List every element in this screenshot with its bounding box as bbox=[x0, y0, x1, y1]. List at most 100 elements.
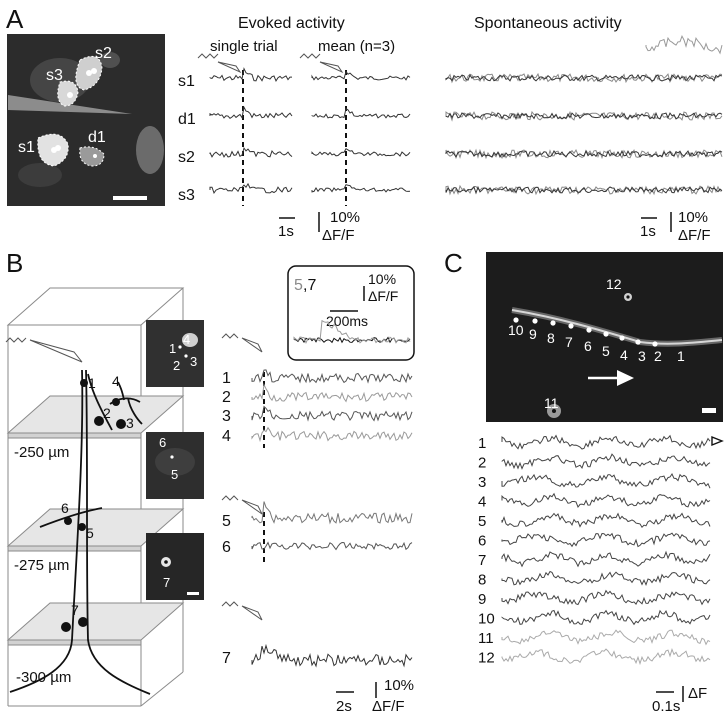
scale-time-a-right: 1s bbox=[640, 223, 656, 240]
plane-image-3: 7 bbox=[146, 533, 204, 600]
panel-c-scalebars bbox=[656, 686, 684, 702]
roi-dot bbox=[619, 335, 625, 341]
trace-a-mean bbox=[311, 70, 411, 81]
spontaneous-title: Spontaneous activity bbox=[474, 15, 622, 32]
c-row-label: 6 bbox=[478, 533, 486, 550]
roi-dot bbox=[603, 331, 609, 337]
img1-label-2: 2 bbox=[173, 358, 180, 373]
scale-pct-a-right: 10% bbox=[678, 209, 708, 226]
c-scale-unit: ΔF bbox=[688, 685, 707, 702]
scale-bar bbox=[702, 408, 716, 413]
panel-c-letter: C bbox=[444, 248, 463, 278]
b-row-4: 4 bbox=[222, 428, 231, 445]
scale-bar bbox=[113, 196, 147, 200]
row-label-s3: s3 bbox=[178, 187, 195, 204]
c-scale-time: 0.1s bbox=[652, 698, 680, 715]
trace-a-mean bbox=[311, 148, 411, 157]
trace-a-mean bbox=[311, 184, 411, 193]
b-row-5: 5 bbox=[222, 513, 231, 530]
panel-a-micrograph: s2 s3 s1 d1 bbox=[7, 34, 165, 206]
img2-label-5: 5 bbox=[171, 467, 178, 482]
roi-number: 2 bbox=[654, 348, 662, 364]
roi-dot bbox=[568, 323, 574, 329]
trace-a-single bbox=[209, 146, 293, 158]
b-row-7: 7 bbox=[222, 650, 231, 667]
cube-label-6: 6 bbox=[61, 500, 69, 516]
trace-c bbox=[501, 589, 711, 606]
mean-label: mean (n=3) bbox=[318, 38, 395, 55]
trace-a-single bbox=[209, 105, 293, 120]
inset-pct: 10% bbox=[368, 271, 396, 287]
label-s3: s3 bbox=[46, 67, 63, 84]
row-label-s1: s1 bbox=[178, 73, 195, 90]
depth-250: -250 µm bbox=[14, 444, 69, 461]
trace-b bbox=[251, 643, 413, 668]
trace-c bbox=[501, 434, 711, 450]
c-row-label: 12 bbox=[478, 650, 495, 667]
img2-label-6: 6 bbox=[159, 435, 166, 450]
row-label-s2: s2 bbox=[178, 149, 195, 166]
c-row-label: 5 bbox=[478, 513, 486, 530]
c-row-label: 11 bbox=[478, 630, 494, 647]
trace-a-spont-grey bbox=[445, 148, 723, 160]
depth-275: -275 µm bbox=[14, 557, 69, 574]
panel-b-inset: 5 ,7 10% ΔF/F 200ms bbox=[287, 265, 415, 361]
roi-number: 12 bbox=[606, 276, 622, 292]
label-s1: s1 bbox=[18, 139, 35, 156]
roi-number: 4 bbox=[620, 347, 628, 363]
trace-c bbox=[501, 550, 711, 568]
panel-a-row-labels: s1 d1 s2 s3 bbox=[178, 73, 196, 204]
scale-pct-a-left: 10% bbox=[330, 209, 360, 226]
inset-title-7: ,7 bbox=[303, 277, 316, 294]
roi-number: 7 bbox=[565, 334, 573, 350]
neuron-somata bbox=[61, 379, 126, 632]
img1-label-1: 1 bbox=[169, 341, 176, 356]
roi-dot bbox=[652, 341, 658, 347]
c-row-label: 4 bbox=[478, 494, 486, 511]
stim-pipette-icon bbox=[197, 53, 344, 74]
c-row-label: 10 bbox=[478, 611, 495, 628]
b-scale-time: 2s bbox=[336, 698, 352, 715]
roi-dot bbox=[532, 318, 538, 324]
b-row-6: 6 bbox=[222, 539, 231, 556]
roi-number: 1 bbox=[677, 348, 685, 364]
img1-label-4: 4 bbox=[183, 332, 190, 347]
roi-number: 6 bbox=[584, 338, 592, 354]
b-scale-pct: 10% bbox=[384, 677, 414, 694]
trace-c bbox=[501, 453, 711, 470]
roi-dot bbox=[586, 327, 592, 333]
evoked-title: Evoked activity bbox=[238, 15, 345, 32]
trace-b bbox=[251, 383, 413, 403]
panel-b-cube bbox=[6, 287, 185, 707]
inset-title-5: 5 bbox=[294, 277, 303, 294]
trace-c bbox=[501, 472, 711, 489]
plane-image-1: 4 1 2 3 bbox=[146, 320, 204, 387]
panel-b-traces bbox=[251, 369, 413, 668]
panel-a-letter: A bbox=[6, 4, 24, 34]
inset-trace-7 bbox=[293, 336, 411, 344]
event-marker-icon bbox=[711, 435, 724, 447]
trace-b bbox=[251, 541, 413, 551]
cube-pipette-icon bbox=[5, 337, 83, 363]
scale-time-a-left: 1s bbox=[278, 223, 294, 240]
trace-a-single bbox=[209, 67, 292, 82]
scale-bar bbox=[187, 592, 199, 595]
trace-b bbox=[251, 405, 413, 422]
img3-label-7: 7 bbox=[163, 575, 170, 590]
trace-a-spont-grey bbox=[445, 184, 723, 196]
trace-c bbox=[501, 512, 711, 529]
inset-unit: ΔF/F bbox=[368, 288, 398, 304]
panel-c-traces bbox=[501, 434, 711, 666]
panel-a-scalebars bbox=[279, 212, 672, 232]
b-scale-unit: ΔF/F bbox=[372, 698, 405, 715]
c-row-label: 9 bbox=[478, 591, 486, 608]
roi-number: 8 bbox=[547, 330, 555, 346]
row-label-d1: d1 bbox=[178, 111, 196, 128]
c-row-label: 2 bbox=[478, 455, 486, 472]
roi-number: 3 bbox=[638, 348, 646, 364]
roi-number: 9 bbox=[529, 326, 537, 342]
c-row-label: 3 bbox=[478, 474, 486, 491]
cube-label-1: 1 bbox=[88, 375, 96, 391]
